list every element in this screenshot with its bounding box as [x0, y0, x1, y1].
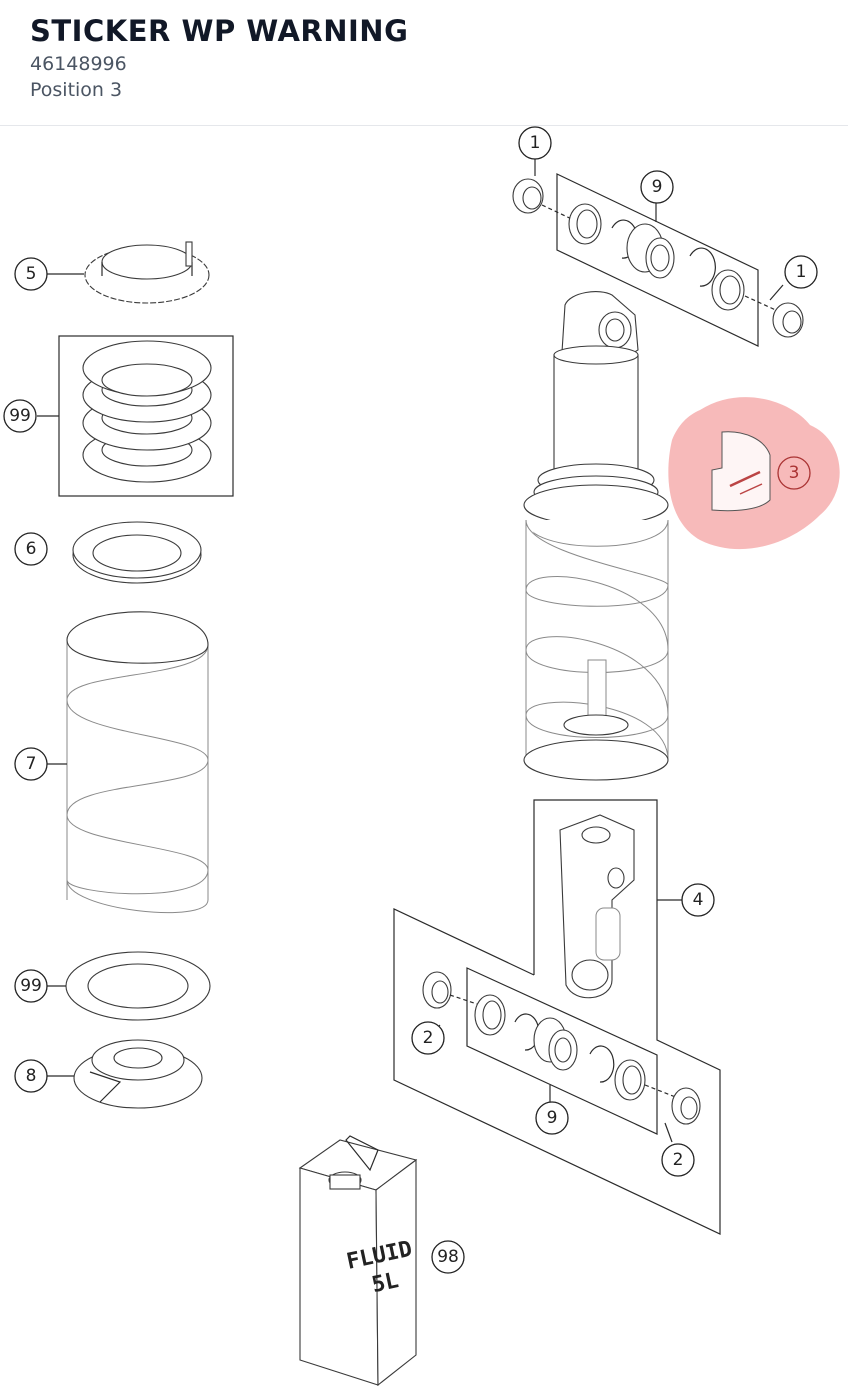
seal-upper-left[interactable] — [568, 203, 602, 245]
lower-bushing-right[interactable] — [671, 1087, 701, 1125]
svg-text:1: 1 — [530, 133, 541, 153]
svg-text:3: 3 — [789, 463, 800, 483]
page-title: STICKER WP WARNING — [30, 14, 409, 48]
kit-frame-upper — [556, 173, 759, 347]
callout-9-lower[interactable]: 9 — [535, 1101, 569, 1135]
seal-upper-right[interactable] — [711, 269, 745, 311]
callout-3-highlighted[interactable]: 3 — [777, 456, 811, 490]
svg-text:8: 8 — [26, 1066, 37, 1086]
lower-bushing-left[interactable] — [422, 971, 452, 1009]
adjusting-ring[interactable] — [84, 241, 210, 304]
svg-text:2: 2 — [423, 1028, 434, 1048]
spring[interactable] — [66, 611, 209, 914]
shock-absorber[interactable] — [523, 291, 669, 781]
fluid-can[interactable]: FLUID 5L — [298, 1135, 420, 1387]
position-label: Position 3 — [30, 79, 123, 101]
callout-2-right[interactable]: 2 — [661, 1143, 695, 1177]
callout-9-top[interactable]: 9 — [640, 170, 674, 204]
svg-text:4: 4 — [693, 890, 704, 910]
svg-text:2: 2 — [673, 1150, 684, 1170]
callout-8[interactable]: 8 — [14, 1059, 48, 1093]
callout-1-right[interactable]: 1 — [784, 255, 818, 289]
fluid-can-label-line2: 5L — [370, 1268, 401, 1298]
header: STICKER WP WARNING 46148996 Position 3 — [0, 0, 848, 126]
svg-text:7: 7 — [26, 754, 37, 774]
callout-1-top[interactable]: 1 — [518, 126, 552, 160]
bushing-right[interactable] — [772, 302, 804, 338]
svg-text:99: 99 — [9, 406, 31, 426]
part-number: 46148996 — [30, 53, 127, 75]
svg-text:6: 6 — [26, 539, 37, 559]
callout-6[interactable]: 6 — [14, 532, 48, 566]
svg-text:99: 99 — [20, 976, 42, 996]
callout-2-left[interactable]: 2 — [411, 1021, 445, 1055]
callout-7[interactable]: 7 — [14, 747, 48, 781]
svg-text:9: 9 — [547, 1108, 558, 1128]
svg-text:1: 1 — [796, 262, 807, 282]
washer[interactable] — [65, 951, 211, 1021]
bushing-left[interactable] — [512, 178, 544, 214]
svg-text:5: 5 — [26, 264, 37, 284]
svg-text:9: 9 — [652, 177, 663, 197]
svg-text:98: 98 — [437, 1247, 459, 1267]
spacer-kit[interactable] — [58, 335, 234, 497]
callout-98[interactable]: 98 — [431, 1240, 465, 1274]
callout-5[interactable]: 5 — [14, 257, 48, 291]
callout-4[interactable]: 4 — [681, 883, 715, 917]
lower-seal-left[interactable] — [474, 994, 506, 1036]
upper-bearing-kit — [512, 158, 804, 347]
callout-99-upper[interactable]: 99 — [3, 399, 37, 433]
spring-retainer[interactable] — [72, 521, 202, 584]
bearing-upper[interactable] — [626, 223, 675, 279]
lower-eye-clevis[interactable] — [559, 814, 635, 999]
callout-99-lower[interactable]: 99 — [14, 969, 48, 1003]
lower-bearing[interactable] — [533, 1017, 578, 1071]
split-collar[interactable] — [73, 1039, 203, 1109]
lower-seal-right[interactable] — [614, 1059, 646, 1101]
sticker-wp-warning[interactable] — [711, 431, 771, 512]
